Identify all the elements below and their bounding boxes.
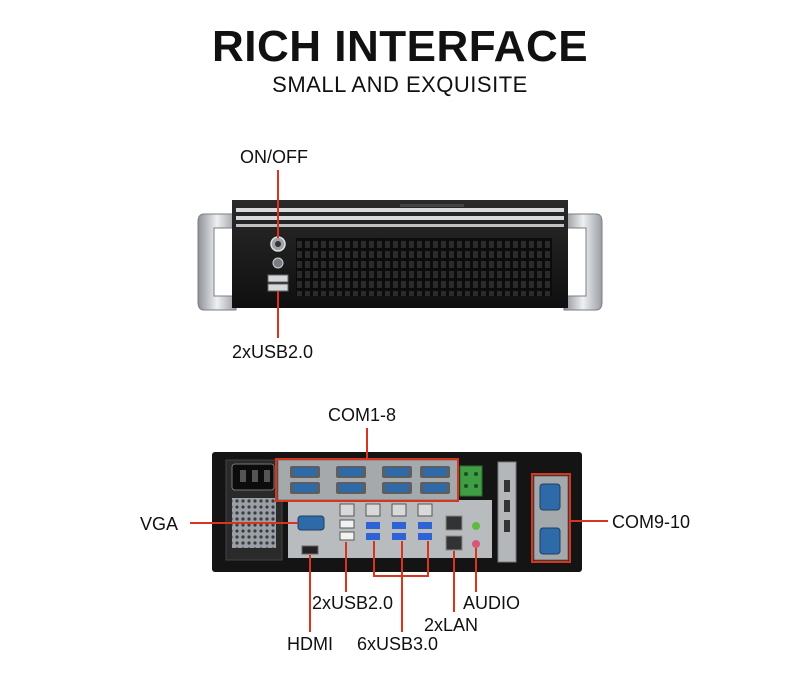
com10-connector-icon bbox=[539, 527, 561, 555]
usb3-ports bbox=[366, 522, 432, 540]
terminal-block-icon bbox=[459, 465, 483, 497]
audio-label: AUDIO bbox=[463, 593, 521, 613]
com9-10-label: COM9-10 bbox=[612, 512, 691, 532]
audio-jack-icon bbox=[472, 522, 480, 530]
front-usb-label: 2xUSB2.0 bbox=[232, 342, 314, 362]
com1-8-connectors bbox=[290, 466, 450, 494]
vga-port-icon bbox=[297, 515, 325, 531]
page-subtitle: SMALL AND EXQUISITE bbox=[272, 72, 528, 97]
usb2-port-icon bbox=[339, 519, 355, 529]
lan-port-icon bbox=[445, 515, 463, 531]
front-chassis bbox=[197, 200, 603, 311]
rear-leader-lines bbox=[190, 428, 608, 632]
com9-connector-icon bbox=[539, 483, 561, 511]
com1-8-label: COM1-8 bbox=[328, 405, 397, 425]
hdmi-port-icon bbox=[301, 545, 319, 555]
page-title: RICH INTERFACE bbox=[211, 22, 589, 71]
power-label: ON/OFF bbox=[240, 147, 308, 167]
rear-usb2-label: 2xUSB2.0 bbox=[312, 593, 394, 613]
vga-label: VGA bbox=[140, 514, 179, 534]
hdmi-label: HDMI bbox=[287, 634, 333, 654]
com9-10-highlight bbox=[531, 473, 571, 563]
usb3-label: 6xUSB3.0 bbox=[357, 634, 439, 654]
lan-label: 2xLAN bbox=[424, 615, 479, 635]
